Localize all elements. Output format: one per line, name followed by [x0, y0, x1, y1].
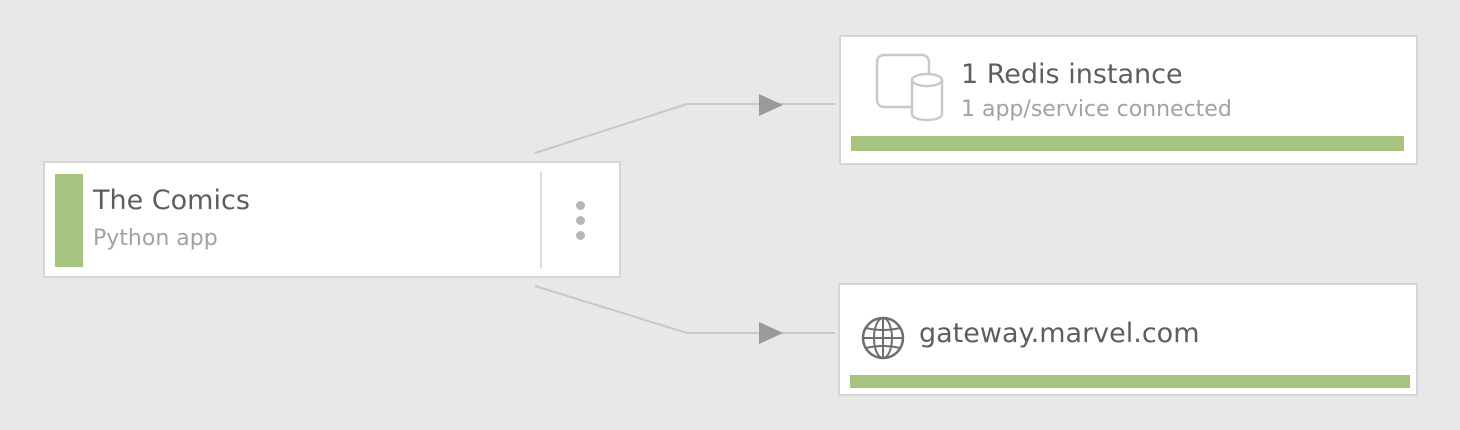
gateway-title: gateway.marvel.com: [919, 318, 1200, 349]
app-status-indicator: [55, 174, 83, 267]
app-card[interactable]: The Comics Python app: [43, 161, 621, 278]
connector-to-gateway: [534, 285, 835, 344]
redis-title: 1 Redis instance: [961, 59, 1183, 90]
app-menu-button[interactable]: [561, 195, 599, 245]
gateway-status-bar: [850, 375, 1410, 388]
app-name: The Comics: [93, 185, 250, 216]
database-icon: [875, 53, 944, 122]
connector-to-redis: [534, 94, 835, 154]
redis-status-bar: [851, 136, 1404, 151]
card-divider: [540, 172, 542, 268]
redis-service-card[interactable]: 1 Redis instance 1 app/service connected: [839, 35, 1418, 165]
app-type: Python app: [93, 226, 218, 251]
globe-icon: [861, 316, 905, 360]
redis-subtitle: 1 app/service connected: [961, 97, 1232, 122]
gateway-service-card[interactable]: gateway.marvel.com: [838, 283, 1418, 396]
arrow-right-icon: [759, 322, 783, 344]
arrow-right-icon: [759, 94, 783, 116]
